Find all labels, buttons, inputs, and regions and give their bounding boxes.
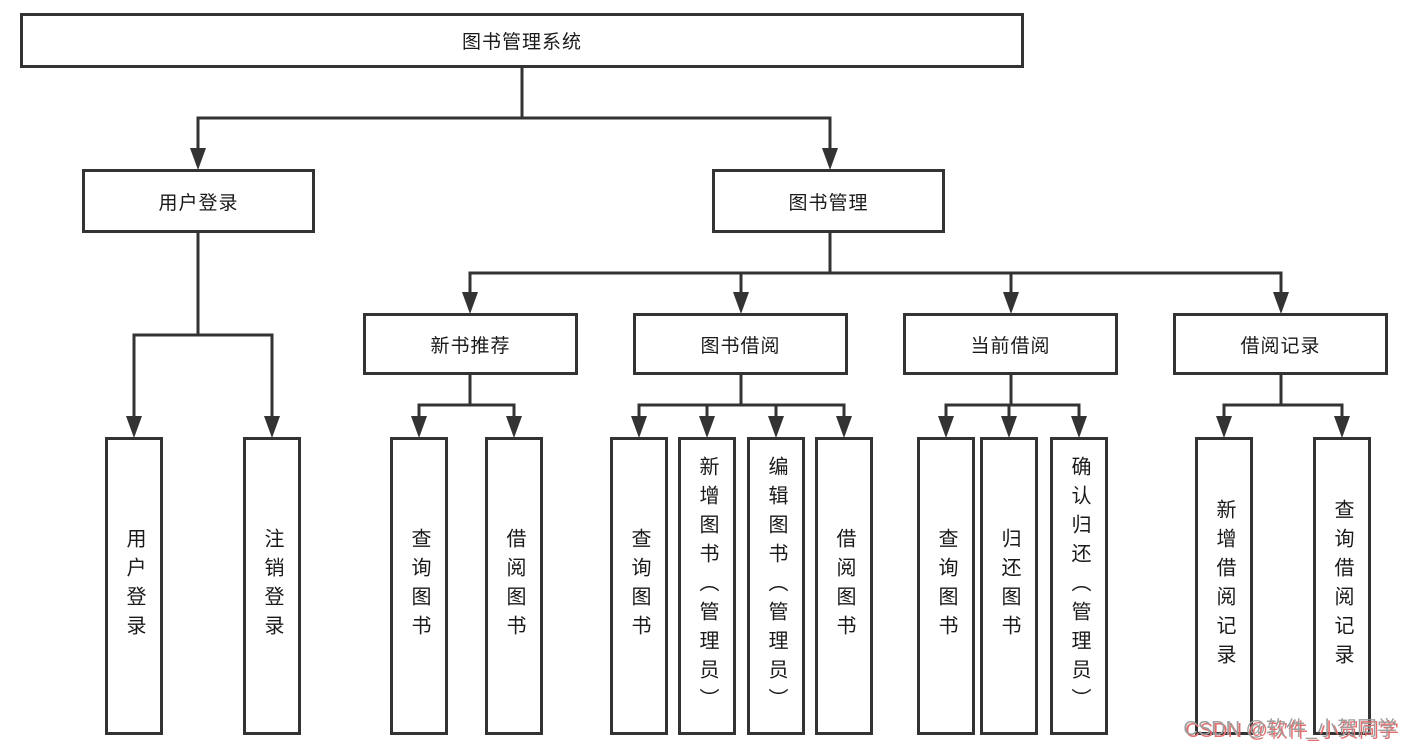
node-label: 归还图书 <box>998 528 1020 644</box>
node-library-system: 图书管理系统 <box>20 13 1024 68</box>
node-label: 借阅图书 <box>833 528 855 644</box>
node-leaf-confirm-return-admin: 确认归还（管理员） <box>1050 437 1108 735</box>
node-label: 借阅记录 <box>1240 335 1321 357</box>
node-label: 用户登录 <box>123 528 145 644</box>
connector-new-book-to-children <box>411 373 522 438</box>
node-leaf-logout: 注销登录 <box>243 437 301 735</box>
node-book-management: 图书管理 <box>712 169 945 233</box>
node-label: 编辑图书（管理员） <box>765 455 787 717</box>
node-label: 用户登录 <box>158 192 239 214</box>
node-leaf-edit-book-admin: 编辑图书（管理员） <box>747 437 805 735</box>
node-book-borrow: 图书借阅 <box>633 313 848 375</box>
node-label: 查询图书 <box>408 528 430 644</box>
node-leaf-borrow-books-2: 借阅图书 <box>815 437 873 735</box>
node-label: 图书管理系统 <box>461 32 582 53</box>
node-leaf-query-books-1: 查询图书 <box>390 437 448 735</box>
node-label: 新书推荐 <box>430 335 511 357</box>
node-label: 确认归还（管理员） <box>1068 455 1090 717</box>
connector-user-login-to-children <box>126 231 280 438</box>
node-label: 图书管理 <box>788 192 869 214</box>
node-leaf-user-login: 用户登录 <box>105 437 163 735</box>
connector-book-borrow-to-children <box>631 373 852 438</box>
node-label: 新增图书（管理员） <box>696 455 718 717</box>
node-borrow-records: 借阅记录 <box>1173 313 1388 375</box>
node-leaf-return-book: 归还图书 <box>980 437 1038 735</box>
node-leaf-add-borrow-record: 新增借阅记录 <box>1195 437 1253 735</box>
connector-root-to-level2 <box>190 66 838 170</box>
node-label: 注销登录 <box>261 528 283 644</box>
node-label: 借阅图书 <box>503 528 525 644</box>
node-leaf-query-books-3: 查询图书 <box>917 437 975 735</box>
node-user-login: 用户登录 <box>82 169 315 233</box>
connector-borrow-records-to-children <box>1216 373 1350 438</box>
node-label: 查询图书 <box>628 528 650 644</box>
node-label: 当前借阅 <box>970 335 1051 357</box>
node-label: 图书借阅 <box>700 335 781 357</box>
connector-current-borrow-to-children <box>938 373 1087 438</box>
node-label: 新增借阅记录 <box>1213 499 1235 673</box>
csdn-watermark: CSDN @软件_小贺同学 <box>1183 718 1397 740</box>
node-leaf-add-book-admin: 新增图书（管理员） <box>678 437 736 735</box>
node-label: 查询借阅记录 <box>1331 499 1353 673</box>
node-current-borrow: 当前借阅 <box>903 313 1118 375</box>
node-new-book-recommend: 新书推荐 <box>363 313 578 375</box>
connector-book-management-to-level3 <box>462 231 1289 314</box>
node-leaf-query-borrow-record: 查询借阅记录 <box>1313 437 1371 735</box>
node-label: 查询图书 <box>935 528 957 644</box>
node-leaf-borrow-books-1: 借阅图书 <box>485 437 543 735</box>
node-leaf-query-books-2: 查询图书 <box>610 437 668 735</box>
